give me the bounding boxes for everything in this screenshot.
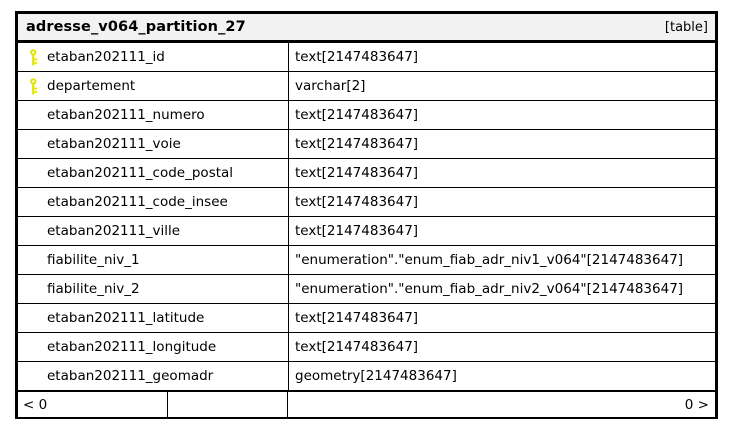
- column-type-cell: text[2147483647]: [289, 101, 715, 129]
- column-name: etaban202111_latitude: [47, 310, 205, 326]
- column-type-cell: "enumeration"."enum_fiab_adr_niv1_v064"[…: [289, 246, 715, 274]
- column-type-cell: text[2147483647]: [289, 188, 715, 216]
- column-type-cell: text[2147483647]: [289, 217, 715, 245]
- column-type-cell: "enumeration"."enum_fiab_adr_niv2_v064"[…: [289, 275, 715, 303]
- key-icon-placeholder: [23, 275, 45, 303]
- column-name-cell: departement: [18, 72, 289, 100]
- key-icon-placeholder: [23, 101, 45, 129]
- table-node[interactable]: adresse_v064_partition_27 [table] etaban…: [15, 11, 718, 419]
- column-name-cell: etaban202111_voie: [18, 130, 289, 158]
- column-row[interactable]: etaban202111_geomadr geometry[2147483647]: [18, 362, 715, 391]
- column-type-cell: text[2147483647]: [289, 304, 715, 332]
- column-row[interactable]: etaban202111_voie text[2147483647]: [18, 130, 715, 159]
- column-type: text[2147483647]: [295, 136, 419, 152]
- column-row[interactable]: etaban202111_id text[2147483647]: [18, 43, 715, 72]
- column-type: text[2147483647]: [295, 49, 419, 65]
- key-icon-placeholder: [23, 130, 45, 158]
- object-kind-label: [table]: [664, 19, 708, 35]
- column-name: etaban202111_id: [47, 49, 165, 65]
- column-type: "enumeration"."enum_fiab_adr_niv2_v064"[…: [295, 281, 684, 297]
- table-name: adresse_v064_partition_27: [26, 19, 246, 35]
- column-type-cell: text[2147483647]: [289, 130, 715, 158]
- column-row[interactable]: departement varchar[2]: [18, 72, 715, 101]
- column-row[interactable]: etaban202111_code_insee text[2147483647]: [18, 188, 715, 217]
- column-name: etaban202111_longitude: [47, 339, 217, 355]
- column-type: text[2147483647]: [295, 165, 419, 181]
- column-type: varchar[2]: [295, 78, 366, 94]
- prev-page-button[interactable]: < 0: [18, 392, 168, 417]
- column-type: "enumeration"."enum_fiab_adr_niv1_v064"[…: [295, 252, 684, 268]
- column-type: text[2147483647]: [295, 223, 419, 239]
- column-name-cell: fiabilite_niv_1: [18, 246, 289, 274]
- column-name-cell: etaban202111_latitude: [18, 304, 289, 332]
- column-type: text[2147483647]: [295, 194, 419, 210]
- column-type-cell: text[2147483647]: [289, 159, 715, 187]
- column-type: text[2147483647]: [295, 107, 419, 123]
- column-name: etaban202111_ville: [47, 223, 181, 239]
- column-name-cell: etaban202111_id: [18, 43, 289, 71]
- column-name: etaban202111_code_postal: [47, 165, 234, 181]
- column-name-cell: etaban202111_longitude: [18, 333, 289, 361]
- column-type-cell: text[2147483647]: [289, 333, 715, 361]
- key-icon-placeholder: [23, 159, 45, 187]
- column-name-cell: etaban202111_ville: [18, 217, 289, 245]
- column-row[interactable]: etaban202111_numero text[2147483647]: [18, 101, 715, 130]
- pagination-footer[interactable]: < 0 0 >: [18, 391, 715, 417]
- key-icon-placeholder: [23, 362, 45, 390]
- prev-page-label: < 0: [23, 396, 48, 413]
- key-icon: [23, 43, 45, 71]
- column-name: etaban202111_numero: [47, 107, 205, 123]
- column-name: departement: [47, 78, 136, 94]
- column-row[interactable]: etaban202111_longitude text[2147483647]: [18, 333, 715, 362]
- column-row[interactable]: fiabilite_niv_2 "enumeration"."enum_fiab_…: [18, 275, 715, 304]
- column-row[interactable]: etaban202111_code_postal text[2147483647]: [18, 159, 715, 188]
- column-name: etaban202111_voie: [47, 136, 181, 152]
- column-name: etaban202111_code_insee: [47, 194, 228, 210]
- column-type-cell: geometry[2147483647]: [289, 362, 715, 390]
- column-name-cell: etaban202111_code_postal: [18, 159, 289, 187]
- key-icon: [23, 72, 45, 100]
- next-page-label: 0 >: [684, 396, 709, 413]
- footer-spacer-cell: [168, 392, 288, 417]
- key-icon-placeholder: [23, 246, 45, 274]
- column-name-cell: etaban202111_code_insee: [18, 188, 289, 216]
- column-row[interactable]: etaban202111_ville text[2147483647]: [18, 217, 715, 246]
- column-name-cell: fiabilite_niv_2: [18, 275, 289, 303]
- column-row[interactable]: etaban202111_latitude text[2147483647]: [18, 304, 715, 333]
- key-icon-placeholder: [23, 217, 45, 245]
- key-icon-placeholder: [23, 304, 45, 332]
- column-type-cell: varchar[2]: [289, 72, 715, 100]
- key-icon-placeholder: [23, 333, 45, 361]
- column-name: fiabilite_niv_1: [47, 252, 140, 268]
- column-type: geometry[2147483647]: [295, 368, 457, 384]
- column-name-cell: etaban202111_geomadr: [18, 362, 289, 390]
- table-title-bar[interactable]: adresse_v064_partition_27 [table]: [18, 14, 715, 43]
- column-name: fiabilite_niv_2: [47, 281, 140, 297]
- column-type: text[2147483647]: [295, 339, 419, 355]
- column-type: text[2147483647]: [295, 310, 419, 326]
- next-page-button[interactable]: 0 >: [288, 392, 715, 417]
- column-name-cell: etaban202111_numero: [18, 101, 289, 129]
- key-icon-placeholder: [23, 188, 45, 216]
- column-list: etaban202111_id text[2147483647] departeme…: [18, 43, 715, 391]
- column-type-cell: text[2147483647]: [289, 43, 715, 71]
- column-row[interactable]: fiabilite_niv_1 "enumeration"."enum_fiab_…: [18, 246, 715, 275]
- column-name: etaban202111_geomadr: [47, 368, 214, 384]
